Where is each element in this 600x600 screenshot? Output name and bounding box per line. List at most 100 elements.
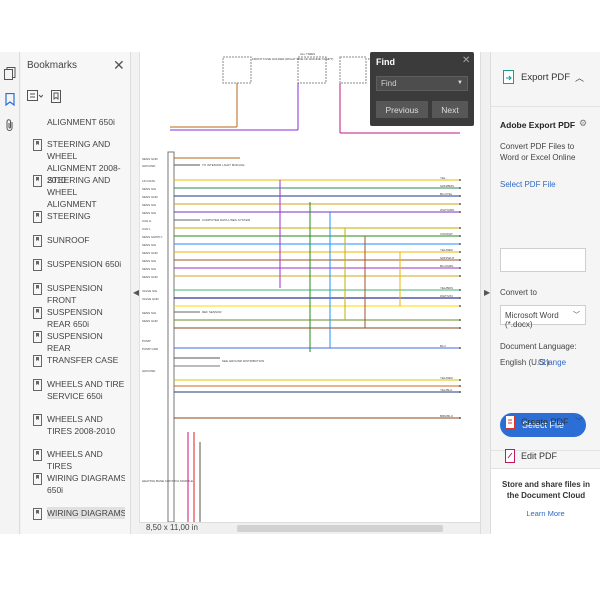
diagram-label: GROUND xyxy=(142,164,156,168)
diagram-label: SENS SIG xyxy=(142,311,157,315)
create-pdf-label: Create PDF xyxy=(521,417,569,427)
diagram-label: YEL/BRN xyxy=(440,286,453,290)
find-title: Find xyxy=(376,57,395,67)
diagram-label: SEE GROUND DISTRIBUTION xyxy=(222,359,264,363)
diagram-label: PUMP xyxy=(142,339,151,343)
bookmarks-panel: Bookmarks ✕ ALIGNMENT 650i STEERING AND … xyxy=(21,52,148,534)
bookmark-toolbar xyxy=(27,90,77,106)
bookmark-options-icon[interactable] xyxy=(27,90,44,104)
export-pdf-header[interactable]: Export PDF ︿ xyxy=(491,52,600,104)
diagram-label: SENS GND xyxy=(142,319,159,323)
bookmark-label: STEERING AND WHEEL ALIGNMENT 2008-2010 xyxy=(47,139,121,185)
diagram-label: SENS SIG xyxy=(142,203,157,207)
close-icon[interactable]: ✕ xyxy=(113,57,125,73)
language-label: Document Language: xyxy=(500,342,577,351)
page-thumbnails-icon[interactable] xyxy=(3,66,17,80)
chevron-up-icon[interactable]: ︿ xyxy=(575,73,585,83)
page-bookmark-icon xyxy=(33,175,43,187)
bookmark-label: STEERING xyxy=(47,211,91,221)
diagram-label: HEATING BASE CONTROL MODULE xyxy=(142,479,193,483)
next-button[interactable]: Next xyxy=(432,101,468,118)
diagram-label: YEL/RED xyxy=(440,248,454,252)
collapse-left-panel-icon[interactable]: ◀ xyxy=(133,288,140,297)
diagram-label: SENS SIG xyxy=(142,267,157,271)
bookmarks-title: Bookmarks xyxy=(27,60,78,71)
diagram-label: CAN H xyxy=(142,219,151,223)
create-pdf-icon xyxy=(505,415,516,431)
diagram-label: BLU/GRN xyxy=(440,264,453,268)
diagram-label: WHT/VIO xyxy=(440,294,453,298)
chevron-down-icon[interactable]: ▼ xyxy=(457,80,463,86)
page-bookmark-icon xyxy=(33,307,43,319)
bookmark-list: ALIGNMENT 650i STEERING AND WHEEL ALIGNM… xyxy=(21,116,125,532)
bookmark-label: WHEELS AND TIRES 2008-2010 xyxy=(47,414,116,436)
diagram-label: SENS SIG xyxy=(142,243,157,247)
create-pdf-tool[interactable]: Create PDF ﹀ xyxy=(491,409,600,435)
chevron-down-icon: ﹀ xyxy=(573,312,580,319)
convert-format-value: Microsoft Word (*.docx) xyxy=(505,311,559,329)
bookmark-label: ALIGNMENT 650i xyxy=(47,117,115,127)
bookmark-label: STEERING AND WHEEL ALIGNMENT xyxy=(47,175,111,209)
document-cloud-promo: Store and share files in the Document Cl… xyxy=(491,468,600,534)
previous-button[interactable]: Previous xyxy=(376,101,428,118)
divider xyxy=(491,106,600,107)
diagram-label: SENS SIG xyxy=(142,259,157,263)
diagram-label: VIO/WHT xyxy=(440,232,453,236)
diagram-label: FRONT FUSE HOLDER (RIGHT SIDE OF ENGINE … xyxy=(252,57,333,61)
language-value: English (U.S.) xyxy=(500,358,550,367)
bookmark-label: TRANSFER CASE xyxy=(47,355,119,365)
document-page[interactable]: FRONT FUSE HOLDER (RIGHT SIDE OF ENGINE … xyxy=(139,52,480,522)
bookmark-label: WHEELS AND TIRES xyxy=(47,449,103,471)
diagram-label: SENS GND xyxy=(142,195,159,199)
change-language-link[interactable]: Change xyxy=(538,358,567,367)
diagram-label: SENS GND xyxy=(142,275,159,279)
document-horizontal-scrollbar[interactable] xyxy=(237,525,443,532)
select-pdf-file-link[interactable]: Select PDF File xyxy=(500,180,556,189)
find-dialog: Find ✕ Find ▼ Previous Next xyxy=(370,52,474,126)
chevron-down-icon[interactable]: ﹀ xyxy=(575,417,583,426)
edit-pdf-label: Edit PDF xyxy=(521,451,558,461)
bookmark-label: SUSPENSION 650i xyxy=(47,259,122,269)
page-bookmark-icon xyxy=(33,379,43,391)
find-input[interactable]: Find ▼ xyxy=(376,76,468,91)
diagram-label: SENS SIG xyxy=(142,211,157,215)
bookmark-label: SUNROOF xyxy=(47,235,90,245)
diagram-label: SENS GND xyxy=(142,251,159,255)
edit-pdf-icon xyxy=(505,449,516,465)
panel-heading: Adobe Export PDF xyxy=(500,120,576,130)
wiring-diagram: FRONT FUSE HOLDER (RIGHT SIDE OF ENGINE … xyxy=(142,52,461,522)
diagram-label: YEL/BLU xyxy=(440,388,452,392)
diagram-label: LIN DATA xyxy=(142,179,155,183)
diagram-label: BLU xyxy=(440,344,446,348)
page-bookmark-icon xyxy=(33,331,43,343)
diagram-label: COMPUTER DATA LINES SYSTEM xyxy=(202,218,251,222)
document-vertical-scrollbar[interactable] xyxy=(480,52,489,534)
bookmark-icon[interactable] xyxy=(3,92,17,106)
settings-icon[interactable]: ⚙ xyxy=(579,118,588,128)
new-bookmark-icon[interactable] xyxy=(51,90,65,104)
export-pdf-icon xyxy=(503,70,515,84)
page-bookmark-icon xyxy=(33,259,43,271)
diagram-label: VALVE SIG xyxy=(142,289,158,293)
diagram-label: WHT/GRN xyxy=(440,208,454,212)
attachment-icon[interactable] xyxy=(3,118,17,132)
close-icon[interactable]: ✕ xyxy=(462,55,471,66)
tools-panel: Export PDF ︿ Adobe Export PDF ⚙ Convert … xyxy=(490,52,600,534)
learn-more-link[interactable]: Learn More xyxy=(526,509,565,518)
convert-format-select[interactable]: Microsoft Word (*.docx) ﹀ xyxy=(500,305,586,329)
diagram-label: REF SENSOR xyxy=(202,310,222,314)
page-bookmark-icon xyxy=(33,211,43,223)
page-bookmark-icon xyxy=(33,508,43,520)
diagram-label: GRN/BRN xyxy=(440,184,454,188)
file-drop-field[interactable] xyxy=(500,248,586,272)
bookmark-label: SUSPENSION REAR xyxy=(47,331,103,353)
diagram-label: PUMP GND xyxy=(142,347,159,351)
page-bookmark-icon xyxy=(33,283,43,295)
page-size-label: 8,50 x 11,00 in xyxy=(146,523,198,532)
page-bookmark-icon xyxy=(33,355,43,367)
tool-rail xyxy=(0,52,20,534)
expand-right-panel-icon[interactable]: ▶ xyxy=(484,288,491,297)
edit-pdf-tool[interactable]: Edit PDF xyxy=(491,444,600,468)
pdf-viewer: Bookmarks ✕ ALIGNMENT 650i STEERING AND … xyxy=(0,52,600,534)
page-bookmark-icon xyxy=(33,414,43,426)
